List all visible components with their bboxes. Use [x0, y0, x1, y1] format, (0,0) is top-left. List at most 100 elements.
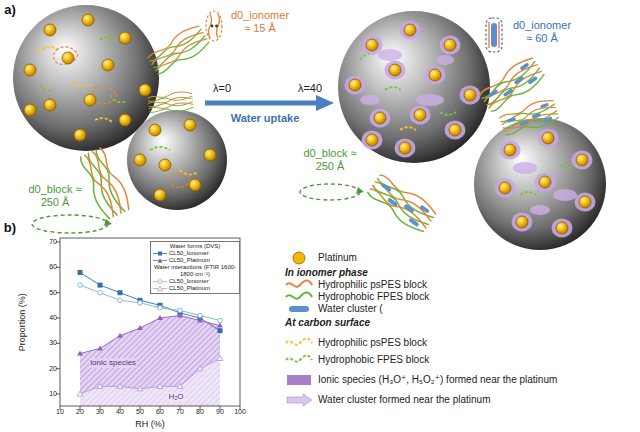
chart-legend: Water forms (DVS)CL50_IonomerCL50_Platin…: [150, 241, 240, 294]
water-cluster: [530, 205, 550, 215]
data-markers: [197, 318, 203, 323]
legend-sample-line: [286, 293, 312, 299]
sample-marker: [158, 258, 163, 263]
sample-marker: [158, 286, 163, 291]
legend-text: Hydrophobic FPES block: [318, 291, 429, 303]
ionomer-callout: [206, 11, 222, 41]
legend-sample: [153, 285, 167, 292]
data-markers: [177, 383, 183, 388]
legend-sample-shape: [289, 306, 309, 312]
data-markers: [77, 391, 83, 396]
ionomer-strands: [146, 23, 211, 77]
surface-ionomer: [440, 112, 456, 115]
legend-sample: [153, 278, 167, 285]
ionomer-strands: [499, 97, 560, 138]
legend-sample: [285, 393, 313, 407]
axis-tick-label: 30: [96, 408, 104, 416]
legend-sample: [285, 353, 313, 367]
axis-tick-label: 30: [49, 339, 57, 347]
water-cluster: [553, 189, 577, 201]
surface-ionomer: [72, 82, 92, 87]
data-markers: [137, 325, 143, 330]
platinum-particles: [445, 121, 466, 140]
data-series: [80, 359, 220, 395]
water-cluster: [360, 49, 577, 215]
data-markers: [117, 383, 123, 388]
spacing-label: d0_ionomer ≈ 15 Å: [227, 9, 293, 34]
chart-axes: [60, 238, 240, 406]
surface-ionomer: [95, 118, 113, 123]
platinum-particles: [370, 109, 391, 128]
legend-text: CL50_Platinum: [169, 257, 210, 264]
data-markers: [97, 345, 103, 350]
data-markers: [118, 298, 123, 303]
platinum-particles: [538, 129, 559, 148]
ionomer-callout: [486, 18, 502, 52]
axis-tick-label: 60: [156, 408, 164, 416]
platinum-particles: [400, 21, 421, 40]
surface-ionomer: [520, 192, 536, 195]
ionomer-callout: [498, 22, 499, 48]
legend-entry: Hydrophilic psPES block: [285, 336, 427, 350]
platinum-particles: [159, 159, 171, 171]
legend-text: Water cluster formed near the platinum: [318, 394, 490, 406]
platinum-particles: [184, 119, 196, 131]
ionomer-strands: [77, 23, 211, 221]
axis-tick-label: 60: [49, 263, 57, 271]
legend-heading: At carbon surface: [285, 317, 370, 329]
spacing-label: d0_block ≈ 250 Å: [27, 183, 83, 208]
axis-title: Proportion (%): [17, 293, 27, 351]
data-markers: [158, 306, 163, 311]
axis-tick-label: 90: [216, 408, 224, 416]
axis-tick-label: 20: [76, 408, 84, 416]
legend-heading: Water interactions (FTIR 1600-1800 cm⁻¹): [154, 264, 236, 277]
platinum-particles: [362, 36, 383, 55]
legend-sample: [285, 336, 313, 350]
platinum-particles: [552, 219, 573, 238]
legend-text: CL50_Ionomer: [169, 250, 209, 257]
platinum-particles: [44, 24, 56, 36]
legend-entry: Hydrophobic FPES block: [285, 290, 429, 304]
data-markers: [118, 290, 123, 295]
water-cluster: [360, 95, 380, 105]
platinum-particles: [512, 213, 533, 232]
platinum-particles: [24, 14, 216, 201]
platinum-particles: [154, 189, 166, 201]
surface-ionomer: [53, 47, 78, 64]
state-label: λ=40: [297, 82, 323, 95]
surface-ionomer: [360, 54, 576, 195]
legend-swatch: [287, 375, 311, 385]
legend-sample: [153, 250, 167, 257]
water-uptake-arrow: [205, 101, 318, 106]
data-markers: [138, 301, 143, 306]
ionomer-strands: [77, 146, 133, 220]
carbon-particle: [13, 5, 227, 210]
spacing-label: d0_ionomer ≈ 60 Å: [509, 19, 575, 44]
block-loop: [300, 184, 360, 200]
data-markers: [178, 308, 183, 313]
legend-sample: [153, 257, 167, 264]
axis-tick-label: 50: [136, 408, 144, 416]
legend-sample: [285, 251, 313, 265]
legend-sample-line: [286, 281, 312, 287]
data-series: [80, 316, 220, 354]
axis-title: RH (%): [135, 419, 165, 429]
legend-text: Hydrophilic psPES block: [318, 337, 427, 349]
platinum-particles: [102, 59, 114, 71]
data-markers: [77, 351, 83, 356]
legend-entry: CL50_Platinum: [153, 257, 237, 264]
legend-entry: Platinum: [285, 251, 357, 265]
sample-marker: [158, 280, 162, 284]
ionomer-strands: [478, 55, 547, 115]
water-uptake-arrow: [205, 95, 334, 111]
data-markers: [217, 356, 223, 361]
axis-tick-label: 70: [176, 408, 184, 416]
surface-ionomer: [110, 95, 126, 102]
data-markers: [98, 283, 103, 288]
surface-ionomer: [170, 173, 190, 188]
surface-ionomer: [100, 37, 116, 40]
legend-text: Hydrophobic FPES block: [318, 354, 429, 366]
axis-tick-label: 100: [234, 408, 246, 416]
platinum-particles: [134, 154, 146, 166]
